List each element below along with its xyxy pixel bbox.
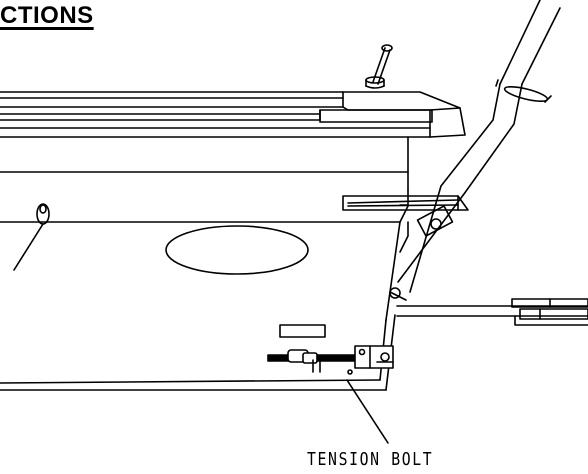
left-knob xyxy=(13,203,50,271)
tension-bolt-assembly xyxy=(267,324,394,375)
upper-deck xyxy=(0,91,466,138)
lever-arm xyxy=(389,0,561,301)
tension-bolt-leader xyxy=(346,379,389,444)
slot-bracket xyxy=(342,195,469,211)
tension-bolt-label: TENSION BOLT xyxy=(307,449,434,470)
deck-handle-post xyxy=(365,44,393,89)
oval-opening xyxy=(165,225,309,275)
slide-bar xyxy=(396,298,588,326)
main-body xyxy=(0,136,409,391)
section-heading: CTIONS xyxy=(0,2,94,29)
